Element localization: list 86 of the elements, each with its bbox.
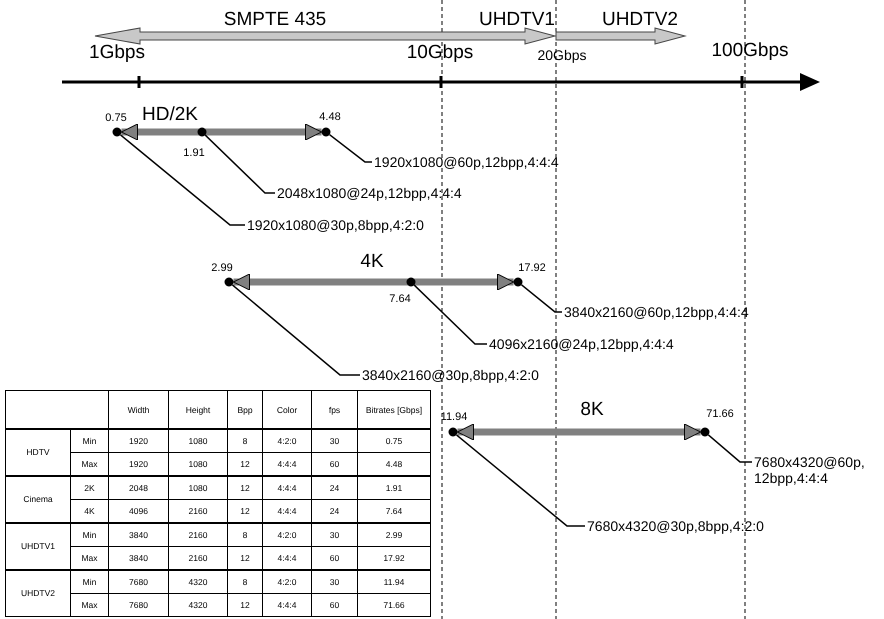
leader-line	[708, 434, 752, 463]
table-cell: 4:4:4	[262, 594, 312, 616]
leader-line	[120, 134, 245, 226]
range-label: UHDTV2	[602, 9, 678, 31]
point-dot	[448, 428, 458, 436]
bitrate-value: 11.94	[440, 411, 468, 423]
format-label: 3840x2160@30p,8bpp,4:2:0	[360, 367, 539, 383]
table-cell: 2048	[108, 476, 168, 500]
table-cell: 24	[312, 476, 358, 500]
bitrate-value: 7.64	[389, 293, 411, 305]
scale-label: 100Gbps	[711, 40, 789, 62]
point-dot	[700, 428, 710, 436]
bitrate-value: 1.91	[183, 147, 205, 159]
table-cell: 2.99	[358, 523, 430, 546]
scale-label: 10Gbps	[406, 42, 474, 64]
table-cell: 1080	[168, 476, 228, 500]
range-label: SMPTE 435	[224, 9, 326, 31]
table-cell: 4:2:0	[262, 570, 312, 594]
range-arrow	[457, 424, 701, 440]
table-cell: 71.66	[358, 594, 430, 616]
leader-line	[456, 434, 585, 527]
bitrate-value: 71.66	[706, 408, 734, 420]
leader-line	[232, 284, 360, 376]
table-cell: 30	[312, 429, 358, 452]
scale-label: 1Gbps	[89, 42, 145, 64]
table-cell: 3840	[108, 523, 168, 546]
table-cell: 1.91	[358, 476, 430, 500]
table-cell: 4:4:4	[262, 476, 312, 500]
row-header: Min	[70, 570, 108, 594]
format-label: 4096x2160@24p,12bpp,4:4:4	[487, 336, 674, 352]
format-label: 2048x1080@24p,12bpp,4:4:4	[275, 185, 462, 201]
point-dot	[514, 278, 522, 286]
point-dot	[224, 278, 234, 286]
row-header: Min	[70, 429, 108, 452]
table-cell: 30	[312, 570, 358, 594]
table-cell: 60	[312, 594, 358, 616]
bitrate-value: 0.75	[105, 112, 127, 124]
column-header: Color	[262, 390, 312, 429]
scale-label: 20Gbps	[537, 47, 587, 63]
leader-line	[414, 284, 487, 345]
table-cell: 1080	[168, 429, 228, 452]
format-label: 7680x4320@60p, 12bpp,4:4:4	[752, 454, 882, 486]
table-cell: 0.75	[358, 429, 430, 452]
leader-line	[521, 284, 562, 313]
range-arrow	[233, 274, 514, 290]
bitrate-value: 2.99	[211, 262, 233, 274]
table-cell: 8	[228, 523, 262, 546]
table-cell: 1920	[108, 429, 168, 452]
column-header: Width	[108, 390, 168, 429]
leader-line	[204, 134, 275, 194]
row-group-header: HDTV	[6, 429, 70, 476]
table-cell: 2160	[168, 523, 228, 546]
table-cell: 12	[228, 594, 262, 616]
column-header: Bitrates [Gbps]	[358, 390, 430, 429]
table-cell: 4:2:0	[262, 523, 312, 546]
point-dot	[112, 128, 122, 136]
row-header: Min	[70, 523, 108, 546]
format-label: 7680x4320@30p,8bpp,4:2:0	[585, 518, 764, 534]
table-cell: 4320	[168, 594, 228, 616]
point-dot	[406, 278, 416, 286]
column-header: Height	[168, 390, 228, 429]
table-cell: 4:2:0	[262, 429, 312, 452]
table-cell: 7680	[108, 594, 168, 616]
point-dot	[198, 128, 206, 136]
row-group-header: Cinema	[6, 476, 70, 523]
row-header: 2K	[70, 476, 108, 500]
column-header: Bpp	[228, 390, 262, 429]
table-cell: 30	[312, 523, 358, 546]
range-label: UHDTV1	[479, 9, 555, 31]
bitrate-value: 4.48	[319, 111, 341, 123]
table-cell: 12	[228, 476, 262, 500]
table-cell: 8	[228, 570, 262, 594]
table-cell: 7680	[108, 570, 168, 594]
table-cell: 11.94	[358, 570, 430, 594]
row-group-header: UHDTV2	[6, 570, 70, 616]
format-label: 1920x1080@60p,12bpp,4:4:4	[372, 154, 559, 170]
column-header: fps	[312, 390, 358, 429]
point-dot	[322, 128, 330, 136]
table-cell: 8	[228, 429, 262, 452]
row-header: Max	[70, 594, 108, 616]
table-cell: 4320	[168, 570, 228, 594]
leader-line	[329, 134, 372, 163]
format-label: 1920x1080@30p,8bpp,4:2:0	[245, 217, 424, 233]
bitrate-value: 17.92	[518, 262, 546, 274]
row-group-header: UHDTV1	[6, 523, 70, 570]
format-label: 3840x2160@60p,12bpp,4:4:4	[562, 304, 749, 320]
